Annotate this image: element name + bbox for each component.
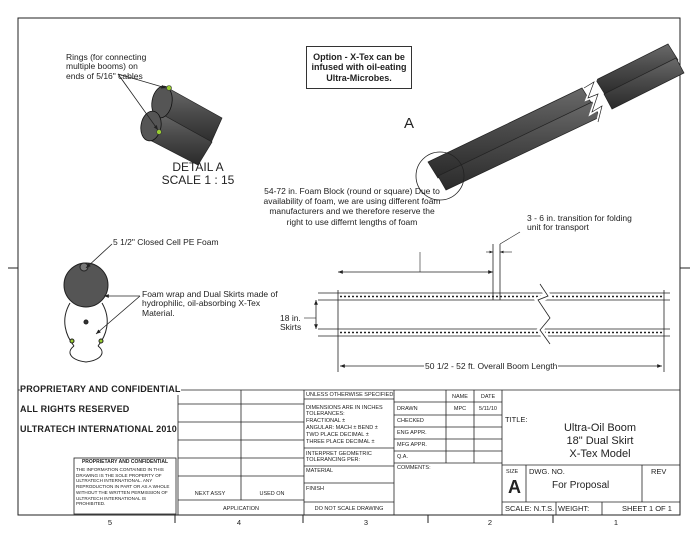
drawn-name: MPC: [453, 406, 467, 412]
foam-wrap-note: Foam wrap and Dual Skirts made of hydrop…: [142, 289, 278, 318]
name-header: NAME: [452, 394, 468, 400]
drawn-label: DRAWN: [397, 406, 418, 412]
zone-5: 5: [107, 518, 113, 527]
option-note: Option - X-Tex can be infused with oil-e…: [306, 46, 412, 89]
three-place-label: THREE PLACE DECIMAL ±: [306, 439, 375, 445]
proprietary-line-2: ALL RIGHTS RESERVED: [20, 404, 130, 414]
qa-label: Q.A.: [397, 454, 409, 460]
overall-length-note: 50 1/2 - 52 ft. Overall Boom Length: [424, 361, 559, 372]
sheet-label: SHEET 1 OF 1: [622, 504, 672, 513]
detail-a-graphic: [140, 85, 223, 166]
interpret-label: INTERPRET GEOMETRIC TOLERANCING PER:: [306, 451, 372, 464]
rev-label: REV: [651, 467, 667, 476]
detail-scale: SCALE 1 : 15: [161, 173, 235, 187]
finish-label: FINISH: [306, 486, 325, 492]
angular-label: ANGULAR: MACH ± BEND ±: [306, 425, 378, 431]
drawn-date: 5/11/10: [479, 406, 497, 412]
scale-value: SCALE: N.T.S.: [505, 504, 555, 513]
zone-ticks: [8, 267, 690, 523]
eng-appr-label: ENG APPR.: [397, 430, 427, 436]
size-value: A: [508, 477, 521, 497]
side-elevation-graphic: [318, 244, 670, 372]
iso-boom-graphic: [415, 43, 685, 201]
proprietary-line-1: PROPRIETARY AND CONFIDENTIAL: [20, 384, 181, 395]
cross-section-graphic: [63, 262, 109, 363]
dwg-no-value: For Proposal: [552, 480, 610, 491]
zone-3: 3: [363, 518, 369, 527]
zone-4: 4: [236, 518, 242, 527]
two-place-label: TWO PLACE DECIMAL ±: [306, 432, 369, 438]
material-label: MATERIAL: [306, 468, 334, 474]
application-label: APPLICATION: [223, 506, 259, 512]
rings-note: Rings (for connecting multiple booms) on…: [66, 52, 147, 81]
proprietary-box-text: THE INFORMATION CONTAINED IN THIS DRAWIN…: [76, 467, 170, 507]
comments-label: COMMENTS:: [397, 465, 431, 471]
tolerances-label: TOLERANCES:: [306, 411, 345, 417]
date-header: DATE: [480, 394, 496, 400]
used-on-label: USED ON: [259, 491, 285, 497]
title-line-1: Ultra-Oil Boom: [563, 422, 637, 434]
skirts-note: 18 in. Skirts: [280, 313, 302, 333]
dims-label: DIMENSIONS ARE IN INCHES: [306, 405, 383, 411]
transition-note: 3 - 6 in. transition for folding unit fo…: [527, 213, 632, 233]
dwg-no-label: DWG. NO.: [529, 467, 565, 476]
title-label: TITLE:: [505, 415, 528, 424]
checked-label: CHECKED: [397, 418, 424, 424]
weight-label: WEIGHT:: [558, 504, 590, 513]
title-line-2: 18" Dual Skirt: [566, 435, 634, 447]
detail-title: DETAIL A: [172, 160, 224, 174]
proprietary-box-title: PROPRIETARY AND CONFIDENTIAL: [81, 459, 169, 465]
zone-2: 2: [487, 518, 493, 527]
proprietary-line-3: ULTRATECH INTERNATIONAL 2010: [20, 424, 177, 434]
view-letter: A: [404, 115, 415, 132]
sheet-border: [17, 17, 681, 516]
unless-label: UNLESS OTHERWISE SPECIFIED:: [306, 392, 395, 398]
mfg-appr-label: MFG APPR.: [397, 442, 427, 448]
foam-block-note: 54-72 in. Foam Block (round or square) D…: [263, 186, 441, 227]
cell-foam-note: 5 1/2" Closed Cell PE Foam: [113, 237, 219, 247]
size-label: SIZE: [506, 469, 519, 475]
title-line-3: X-Tex Model: [569, 448, 631, 460]
fractional-label: FRACTIONAL ±: [306, 418, 346, 424]
next-assy-label: NEXT ASSY: [194, 491, 226, 497]
zone-1: 1: [613, 518, 619, 527]
do-not-scale-label: DO NOT SCALE DRAWING: [314, 506, 384, 512]
